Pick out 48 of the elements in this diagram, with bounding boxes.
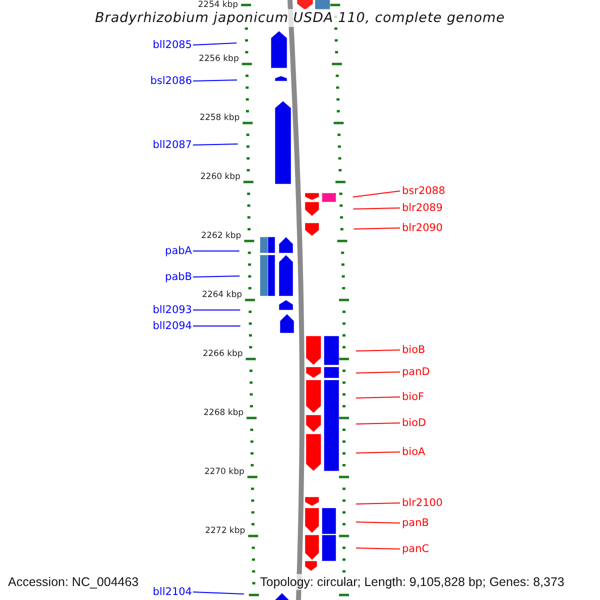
gene-label: bioB [402, 343, 426, 357]
leader-line [353, 228, 400, 230]
genome-summary: Topology: circular; Length: 9,105,828 bp; Genes: 8,373 [260, 574, 564, 590]
leader-line [192, 276, 240, 278]
gene-label: blr2090 [402, 221, 443, 235]
leader-line [356, 452, 400, 454]
gene-label: bll2087 [152, 138, 192, 152]
gene-label: pabA [165, 244, 192, 258]
leader-line [352, 208, 400, 210]
gene-label: blr2100 [402, 496, 443, 510]
leader-line [356, 396, 400, 398]
scale-label: 2264 kbp [202, 290, 242, 300]
gene-label: panD [402, 365, 430, 379]
scale-label: 2260 kbp [200, 172, 240, 182]
gene-label: bll2094 [152, 319, 192, 333]
gene-label: bsr2088 [402, 184, 446, 198]
gene-label: panB [402, 516, 429, 530]
gene-label: pabB [165, 270, 192, 284]
leader-line [192, 144, 238, 146]
leader-line [356, 372, 400, 374]
gene-label: panC [402, 542, 430, 556]
leader-line [192, 80, 238, 82]
leader-line [356, 350, 400, 352]
leader-line [356, 422, 400, 424]
gene-label: bll2104 [152, 585, 192, 599]
scale-label: 2272 kbp [205, 526, 246, 536]
leader-line [192, 42, 238, 46]
scale-label: 2258 kbp [200, 113, 240, 123]
leader-line [192, 592, 244, 594]
scale-label: 2256 kbp [198, 54, 239, 64]
gene-label: bioA [402, 445, 426, 459]
scale-label: 2262 kbp [201, 231, 242, 241]
gene-label: blr2089 [402, 201, 443, 215]
gene-label: bioD [402, 416, 426, 430]
leader-line [356, 502, 400, 504]
leader-line [356, 522, 400, 524]
scale-label: 2254 kbp [198, 0, 238, 10]
scale-label: 2268 kbp [204, 408, 244, 418]
leader-line [352, 190, 400, 198]
leader-line [356, 548, 400, 550]
gene-label: bll2093 [152, 303, 192, 317]
scale-label: 2266 kbp [202, 349, 243, 359]
gene-label: bioF [402, 390, 424, 404]
gene-label: bll2085 [152, 38, 192, 52]
accession-text: Accession: NC_004463 [8, 574, 139, 590]
gene-label: bsl2086 [150, 74, 192, 88]
leader-line [192, 250, 240, 252]
scale-label: 2270 kbp [204, 467, 244, 477]
